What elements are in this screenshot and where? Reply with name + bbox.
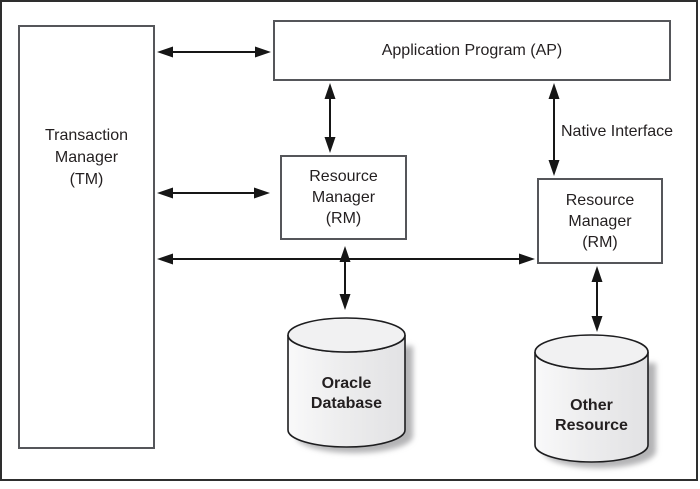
resource-manager-right-box: Resource Manager (RM) [537,178,663,264]
oracle-database-label: Oracle Database [310,375,383,412]
transaction-manager-box: Transaction Manager (TM) [18,25,155,449]
resource-manager-left-label: Resource Manager (RM) [309,168,378,227]
arrow-tm-rm-left [157,187,270,199]
oracle-database-cylinder [287,317,406,448]
application-program-label: Application Program (AP) [381,42,563,59]
arrow-ap-rm-right-native-interface [548,83,560,176]
arrow-ap-rm-left [324,83,336,153]
arrow-tm-ap [157,46,271,58]
application-program-box: Application Program (AP) [273,20,671,81]
other-resource-cylinder [534,334,649,463]
transaction-manager-label: Transaction Manager (TM) [45,127,128,188]
other-resource-label: Other Resource [555,397,628,434]
arrow-rm-left-oracle-db [339,246,351,310]
resource-manager-right-label: Resource Manager (RM) [565,191,635,251]
resource-manager-left-box: Resource Manager (RM) [280,155,407,240]
native-interface-label: Native Interface [561,123,674,140]
arrow-rm-right-other-resource [591,266,603,332]
